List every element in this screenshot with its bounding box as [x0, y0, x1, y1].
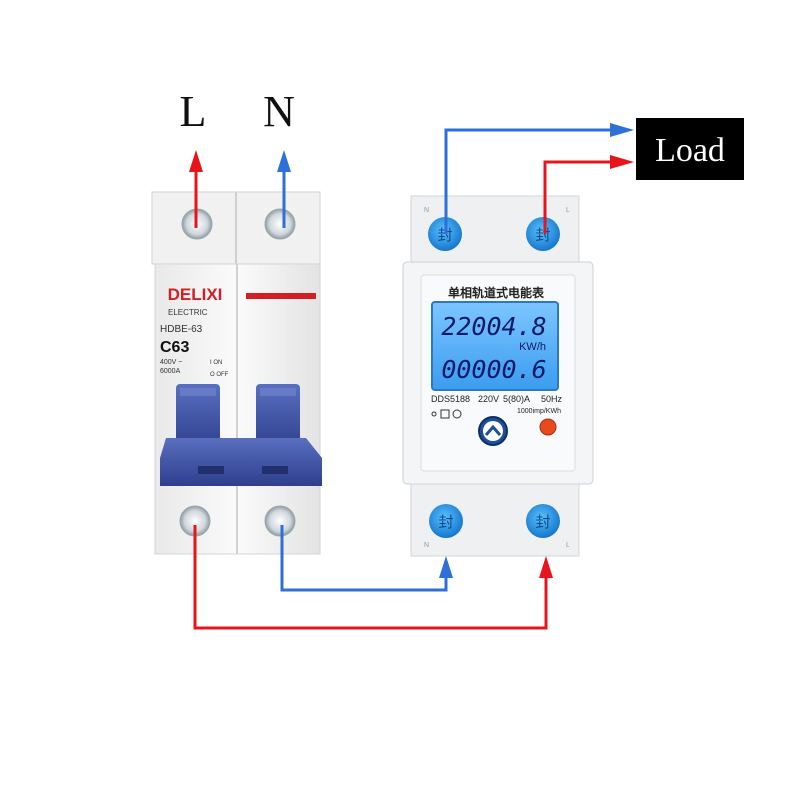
meter-bottom-terminal-n: N [424, 542, 429, 549]
breaker-model: HDBE-63 [160, 324, 203, 335]
neutral-breaker-to-meter-wire [280, 525, 448, 592]
meter-top-live-seal-label: 封 [535, 227, 550, 244]
meter-bottom-terminal-l: L [566, 542, 570, 549]
brand-stripe [246, 293, 316, 299]
energy-meter: 封 封 N L 单相轨道式电能表 22004.8 KW/h 00000.6 DD… [402, 195, 594, 557]
meter-display-unit: KW/h [519, 341, 546, 353]
meter-top-neutral-seal-label: 封 [437, 227, 452, 244]
meter-impulse: 1000imp/KWh [517, 408, 561, 415]
meter-current: 5(80)A [503, 394, 530, 404]
neutral-terminal-label: N [263, 87, 295, 136]
meter-display-bottom: 00000.6 [441, 355, 546, 384]
line-meter-input-arrow [539, 556, 553, 578]
meter-bottom-live-seal-label: 封 [535, 514, 550, 531]
meter-model: DDS5188 [431, 394, 470, 404]
line-input-arrow [189, 150, 203, 172]
meter-top-terminal-n: N [424, 207, 429, 214]
meter-pulse-led [539, 418, 557, 436]
meter-lcd [431, 301, 559, 391]
line-terminal-label: L [180, 87, 207, 136]
line-breaker-to-meter-wire [193, 525, 548, 630]
line-load-arrow [610, 155, 634, 169]
neutral-input-arrow [277, 150, 291, 172]
breaker-sub-brand: ELECTRIC [168, 308, 208, 317]
breaker-rating: C63 [160, 339, 189, 356]
meter-bottom-neutral-seal [429, 504, 463, 538]
chevron-up-icon [484, 424, 502, 436]
meter-top-live-seal [526, 217, 560, 251]
meter-voltage: 220V [478, 394, 499, 404]
meter-top-terminal-l: L [566, 207, 570, 214]
breaker-spec-current: 6000A [160, 368, 181, 375]
line-to-load-wire [543, 160, 618, 234]
breaker-on-label: I ON [210, 360, 222, 366]
load-label: Load [655, 132, 725, 169]
circuit-breaker: DELIXI ELECTRIC HDBE-63 C63 400V ~ 6000A… [151, 191, 322, 555]
breaker-top-right-screw [264, 208, 296, 240]
meter-bottom-neutral-seal-label: 封 [438, 514, 453, 531]
breaker-brand: DELIXI [168, 285, 223, 304]
breaker-spec-voltage: 400V ~ [160, 359, 182, 366]
breaker-handle [160, 384, 322, 486]
breaker-bottom-right-screw [264, 505, 296, 537]
meter-certification-icons [431, 409, 462, 419]
neutral-to-load-wire [444, 128, 618, 234]
meter-bottom-live-seal [526, 504, 560, 538]
neutral-load-arrow [610, 123, 634, 137]
neutral-meter-input-arrow [439, 556, 453, 578]
breaker-off-label: O OFF [210, 372, 229, 378]
meter-title: 单相轨道式电能表 [448, 285, 545, 300]
meter-display-top: 22004.8 [441, 312, 546, 341]
load-box [636, 118, 744, 180]
meter-frequency: 50Hz [541, 394, 563, 404]
